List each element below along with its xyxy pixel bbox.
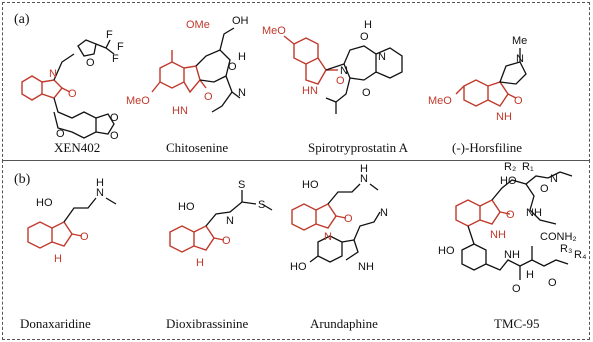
xen402-structure [21, 39, 115, 139]
spirotryprostatin-H-atom: H [364, 19, 372, 31]
spirotryprostatin-structure [283, 35, 403, 114]
xen402-F-atom-3: F [112, 53, 119, 65]
chitosenine-H-atom: H [238, 51, 246, 63]
spirotryprostatin-O-atom: O [336, 75, 345, 87]
tmc95-phenol-ring [461, 243, 487, 271]
horsfiline-MeO: MeO [428, 95, 452, 107]
dioxibrassinine-HN: H [196, 257, 204, 269]
arundaphine-HO-bottom: HO [290, 261, 307, 273]
tmc95-R2: R₂ [504, 161, 516, 173]
compound-name-horsfiline: (-)-Horsfiline [452, 140, 523, 155]
xen402-furan-O-atom: O [86, 57, 95, 69]
xen402-N-atom: N [49, 68, 57, 80]
spirotryprostatin-HN-atom: HN [302, 85, 318, 97]
horsfiline-HN-atom: NH [496, 111, 512, 123]
tmc95-HO: HO [500, 175, 517, 187]
horsfiline-pyrrolidine-ring [499, 61, 527, 85]
compound-name-spirotryprostatin: Spirotryprostatin A [308, 140, 409, 155]
chitosenine-HN-atom: HN [172, 105, 188, 117]
tmc95-NH-mid: NH [526, 207, 542, 219]
spirotryprostatin-O-top: O [360, 31, 369, 43]
chitosenine-OH-atom: OH [232, 15, 249, 27]
compound-name-tmc95: TMC-95 [494, 316, 540, 331]
compound-name-arundaphine: Arundaphine [310, 316, 378, 331]
panel-a [2, 2, 590, 162]
arundaphine-H: H [360, 163, 368, 175]
tmc95-HO-phenol: HO [438, 245, 455, 257]
panel-b-label: (b) [14, 172, 31, 187]
dioxibrassinine-S-top: S [238, 179, 245, 191]
xen402-furan-ring [77, 39, 97, 57]
donaxaridine-NH: N [96, 187, 104, 199]
donaxaridine-HN: H [54, 253, 62, 265]
tmc95-NH-top: N [550, 173, 558, 185]
tmc95-O-lower: O [512, 283, 521, 295]
donaxaridine-O: O [80, 231, 89, 243]
xen402-F-atom-1: F [106, 29, 113, 41]
arundaphine-N: N [324, 231, 332, 243]
xen402-lactam-ring [41, 79, 63, 99]
horsfiline-benzene-ring [463, 79, 489, 107]
xen402-dioxole-O-atom-2: O [110, 130, 119, 142]
spirotryprostatin-N-atom-2: N [378, 51, 386, 63]
compound-name-chitosenine: Chitosenine [166, 140, 229, 155]
dioxibrassinine-structure [169, 190, 273, 253]
xen402-benzene-ring [21, 75, 43, 101]
horsfiline-N-atom: N [516, 53, 524, 65]
arundaphine-HO: HO [302, 179, 319, 191]
tmc95-oxindole-benzene [455, 199, 481, 227]
tmc95-O-bottom: O [548, 277, 557, 289]
donaxaridine-HO: HO [36, 197, 53, 209]
arundaphine-structure [291, 183, 381, 263]
spirotryprostatin-benzene-ring [293, 37, 319, 65]
donaxaridine-H: H [96, 177, 104, 189]
donaxaridine-structure [27, 197, 117, 249]
arundaphine-NMe2-N: N [380, 207, 388, 219]
chitosenine-O-atom: O [204, 91, 213, 103]
chitosenine-O-ring-atom: O [228, 61, 237, 73]
horsfiline-structure [455, 48, 527, 107]
tmc95-R1: R₁ [522, 161, 534, 173]
tmc95-CONH2: CONH₂ [540, 231, 577, 243]
horsfiline-O-atom: O [514, 95, 523, 107]
chitosenine-OMe-top: OMe [186, 19, 210, 31]
spirotryprostatin-MeO: MeO [262, 25, 286, 37]
compound-name-xen402: XEN402 [54, 140, 101, 155]
xen402-ring-O-atom: O [56, 128, 65, 140]
panel-a-label: (a) [14, 12, 30, 27]
dioxibrassinine-benzene-ring [169, 225, 195, 253]
arundaphine-NH: N [360, 173, 368, 185]
chitosenine-MeO-left: MeO [126, 95, 150, 107]
chitosenine-benzene-ring [159, 61, 185, 89]
spirotryprostatin-N-atom-1: N [340, 65, 348, 77]
horsfiline-Me: Me [512, 35, 527, 47]
spirotryprostatin-O-bottom: O [362, 87, 371, 99]
dioxibrassinine-HO: HO [178, 201, 195, 213]
dioxibrassinine-NH: N [226, 215, 234, 227]
xen402-dioxole-O-atom-1: O [110, 112, 119, 124]
arundaphine-indole-NH: NH [358, 261, 374, 273]
compound-name-dioxibrassinine: Dioxibrassinine [166, 316, 249, 331]
tmc95-O-oxindole: O [506, 209, 515, 221]
xen402-O-atom: O [68, 88, 77, 100]
tmc95-R4: R₄ [574, 249, 587, 261]
arundaphine-O: O [344, 213, 353, 225]
chitosenine-N-atom: N [238, 87, 246, 99]
tmc95-R3: R₃ [560, 243, 572, 255]
donaxaridine-benzene-ring [27, 221, 53, 249]
tmc95-O-top: O [540, 183, 549, 195]
panel-b [2, 160, 590, 340]
dioxibrassinine-S-right: S [258, 199, 265, 211]
tmc95-NH-lower: NH [504, 249, 520, 261]
arundaphine-benzene-ring [291, 203, 317, 231]
dioxibrassinine-O: O [222, 235, 231, 247]
chitosenine-structure [151, 27, 241, 113]
tmc95-NH-bottom: H [526, 269, 534, 281]
tmc95-NH-oxindole: NH [490, 229, 506, 241]
tmc95-structure [455, 171, 573, 280]
xen402-F-atom-2: F [117, 41, 124, 53]
compound-name-donaxaridine: Donaxaridine [20, 316, 91, 331]
